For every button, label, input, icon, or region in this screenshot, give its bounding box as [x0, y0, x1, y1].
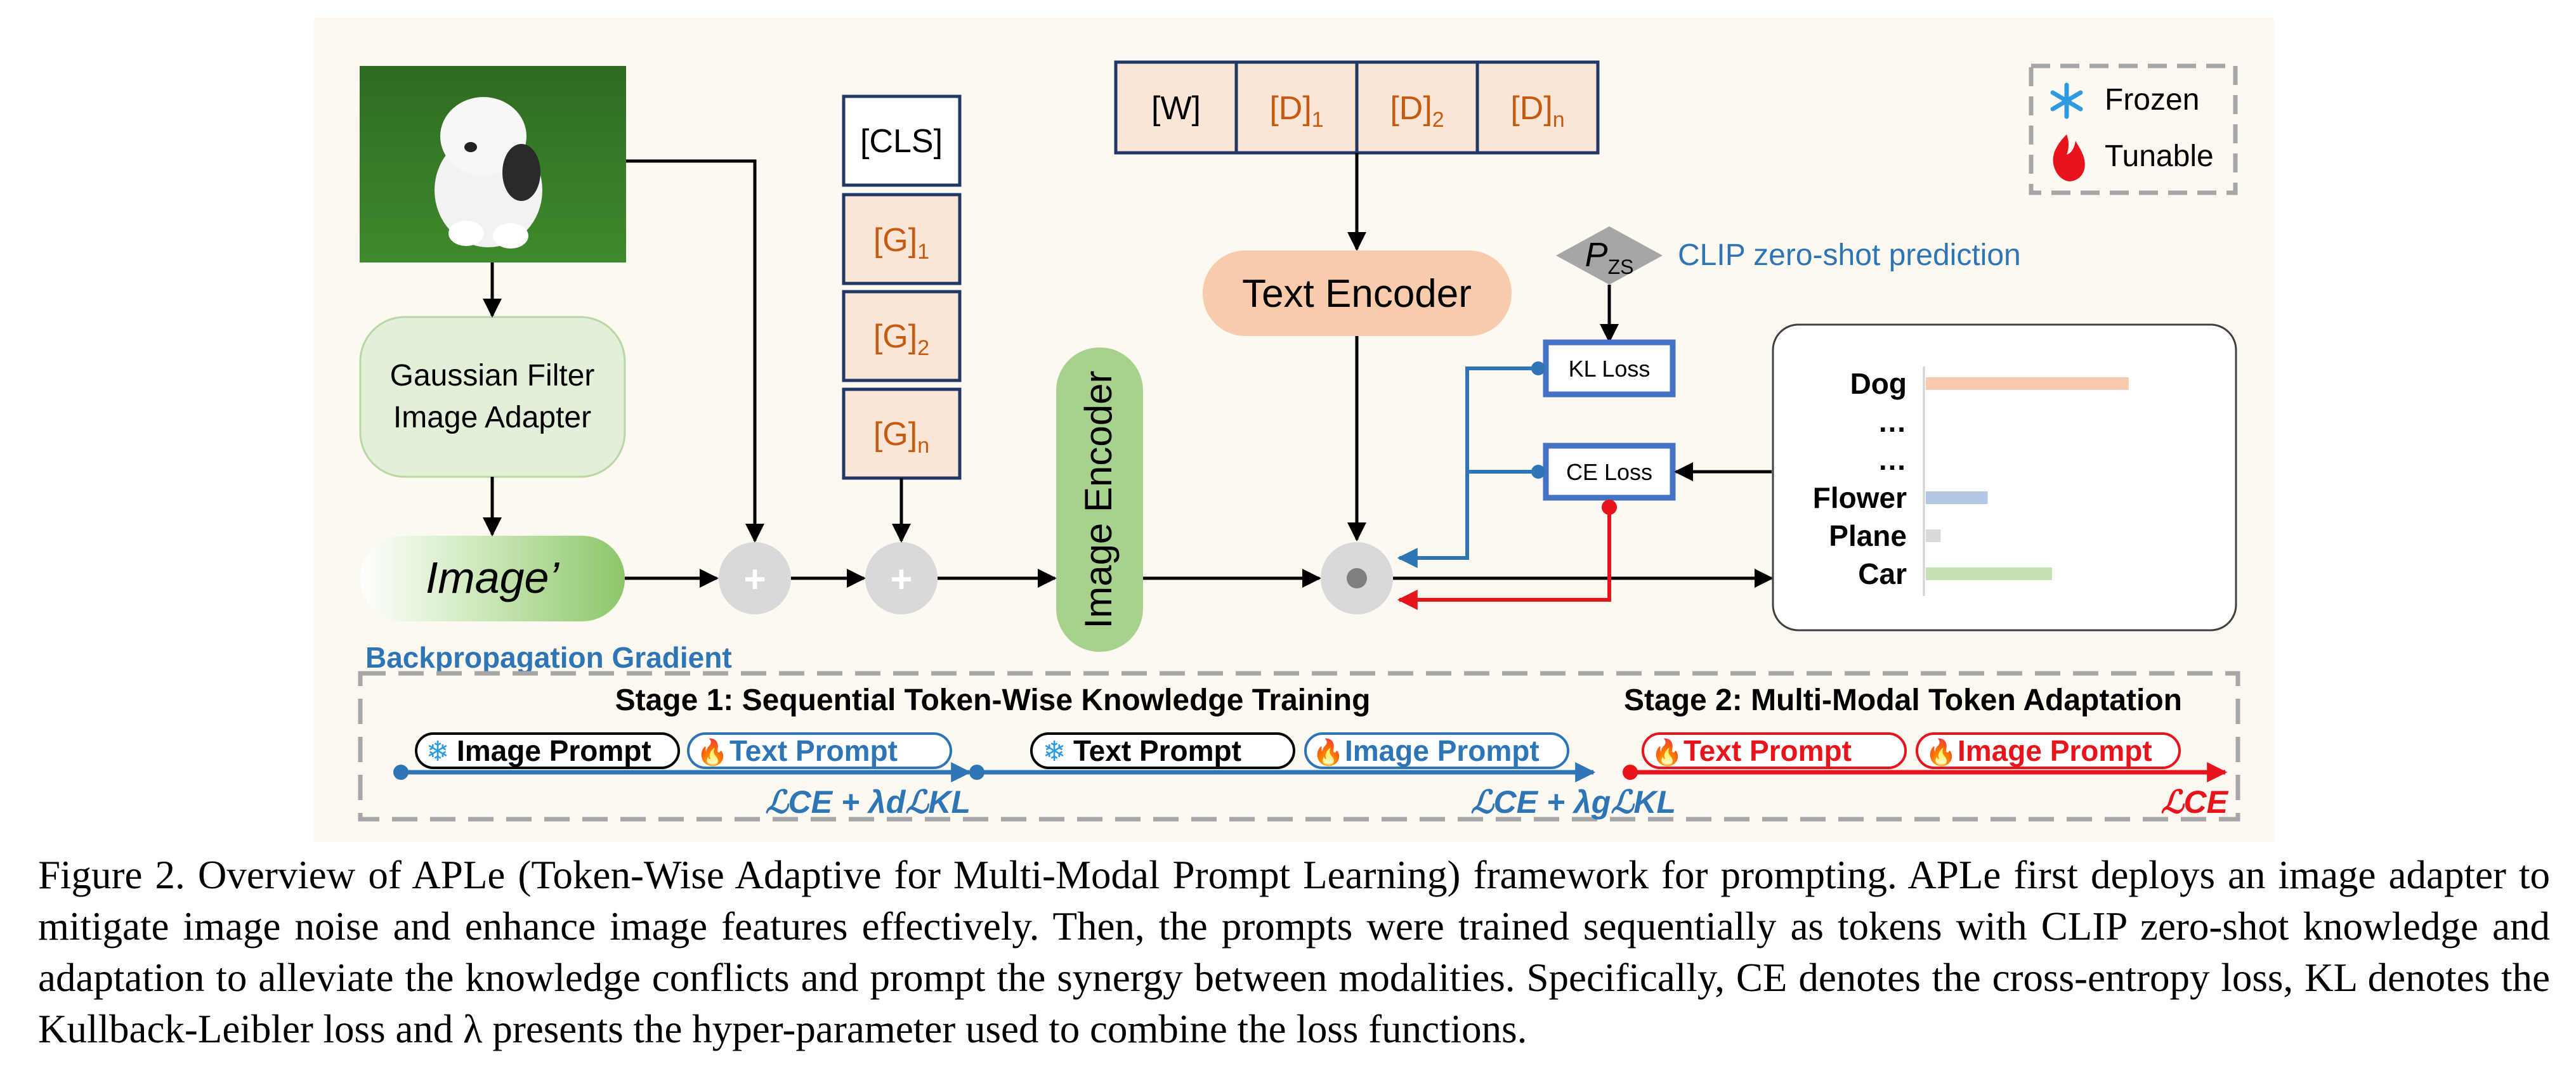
pill-image-prompt-frozen-1 [415, 732, 680, 769]
stage2-dot [1623, 765, 1638, 780]
snowflake-icon: ❄ [1043, 736, 1066, 767]
ce-loss-box [1543, 443, 1676, 501]
text-encoder [1203, 250, 1512, 336]
kl-loss-box [1543, 339, 1676, 398]
pill-text-prompt-frozen-2 [1030, 732, 1295, 769]
arrow-photo-to-plus1 [626, 159, 764, 543]
stage1-step2-dot [969, 765, 984, 780]
prediction-category-label: Dog [1850, 367, 1907, 400]
pzs-diamond [1556, 226, 1663, 285]
image-prime-box [360, 536, 625, 621]
plus-symbol-1: + [743, 558, 766, 600]
legend-tunable-label: Tunable [2105, 139, 2214, 173]
flame-icon: 🔥 [1925, 737, 1957, 767]
prediction-bar [1926, 491, 1988, 504]
token-d2 [1355, 60, 1479, 155]
flame-icon: 🔥 [1312, 737, 1344, 767]
flame-icon [2053, 134, 2085, 181]
stages-box [358, 671, 2240, 822]
flame-icon: 🔥 [1651, 737, 1683, 767]
pill-image-prompt-tunable-3 [1916, 732, 2181, 769]
legend-frozen-label: Frozen [2105, 83, 2199, 117]
pill-text-prompt-frozen-2-label: Text Prompt [1073, 734, 1241, 767]
plus-symbol-2: + [890, 558, 912, 600]
pzs-label: PZS [1585, 236, 1634, 278]
loss-label-g: ℒCE + λgℒKL [1471, 784, 1676, 820]
flame-icon: 🔥 [696, 737, 728, 767]
token-cls-label: [CLS] [860, 123, 943, 160]
token-d1-label: [D]1 [1269, 90, 1323, 132]
stage2-title: Stage 2: Multi-Modal Token Adaptation [1624, 684, 2182, 717]
token-g2-label: [G]2 [873, 318, 929, 360]
token-d1 [1234, 60, 1359, 155]
loss-label-ce: ℒCE [2161, 784, 2229, 820]
prediction-category-label: … [1878, 443, 1907, 476]
prediction-bar [1926, 377, 2129, 390]
backprop-kl-dot [1531, 361, 1545, 375]
token-g2 [842, 290, 962, 382]
image-encoder-label: Image Encoder [1077, 371, 1120, 629]
token-g1 [842, 193, 962, 285]
token-dn [1475, 60, 1600, 155]
prediction-box [1772, 323, 2237, 632]
text-encoder-label: Text Encoder [1242, 272, 1472, 316]
figure-caption: Figure 2. Overview of APLe (Token-Wise A… [38, 853, 2550, 1051]
backprop-label: Backpropagation Gradient [365, 641, 732, 674]
token-d2-label: [D]2 [1390, 90, 1444, 132]
kl-loss-label: KL Loss [1569, 356, 1651, 382]
stage2-gradient-dot [1602, 500, 1617, 515]
dot-product-symbol [1347, 568, 1367, 588]
dog-photo [360, 66, 626, 262]
pill-image-prompt-tunable-2-label: Image Prompt [1345, 734, 1540, 767]
prediction-category-label: Plane [1829, 519, 1907, 552]
pill-text-prompt-tunable-1 [687, 732, 952, 769]
token-dn-label: [D]n [1510, 90, 1564, 132]
plus-circle-2 [865, 542, 938, 614]
pill-text-prompt-tunable-3-label: Text Prompt [1684, 734, 1852, 767]
plus-circle-1 [719, 542, 791, 614]
token-gn-label: [G]n [873, 416, 929, 458]
prediction-category-label: Car [1858, 557, 1907, 590]
prediction-category-label: Flower [1813, 481, 1907, 514]
snowflake-icon: ❄ [426, 736, 450, 767]
prediction-bar [1926, 529, 1941, 542]
backprop-kl-line [1397, 366, 1538, 568]
pill-image-prompt-tunable-3-label: Image Prompt [1958, 734, 2152, 767]
pill-image-prompt-tunable-2 [1304, 732, 1569, 769]
pill-text-prompt-tunable-1-label: Text Prompt [729, 734, 898, 767]
token-g1-label: [G]1 [873, 222, 929, 264]
stage2-gradient-line [1397, 505, 1611, 610]
ce-loss-label: CE Loss [1566, 459, 1652, 485]
token-w-label: [W] [1151, 90, 1201, 127]
image-encoder [1056, 347, 1143, 652]
snowflake-icon [2050, 82, 2083, 119]
stage1-title: Stage 1: Sequential Token-Wise Knowledge… [615, 684, 1371, 717]
image-prime-label: Image’ [426, 553, 560, 602]
prediction-bar [1926, 567, 2052, 580]
gaussian-line2: Image Adapter [393, 401, 591, 434]
gaussian-line1: Gaussian Filter [390, 359, 595, 392]
loss-label-d: ℒCE + λdℒKL [766, 784, 971, 820]
token-cls [842, 94, 962, 187]
token-w [1114, 60, 1238, 155]
pill-text-prompt-tunable-3 [1642, 732, 1907, 769]
legend-box [2029, 63, 2238, 195]
clip-prediction-label: CLIP zero-shot prediction [1678, 238, 2021, 272]
gaussian-filter-adapter [359, 316, 626, 478]
backprop-ce-dot [1531, 465, 1545, 479]
stage1-step1-dot [393, 765, 409, 780]
pill-image-prompt-frozen-1-label: Image Prompt [457, 734, 651, 767]
prediction-category-label: … [1878, 405, 1907, 438]
